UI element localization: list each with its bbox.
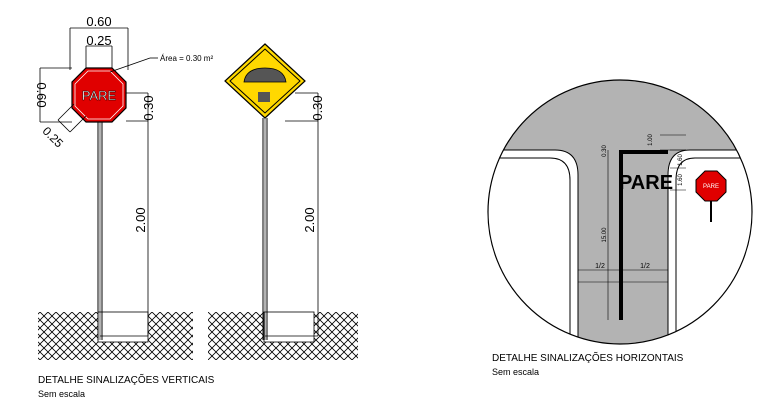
dim-half-left: 1/2 bbox=[595, 263, 605, 270]
vertical-subtitle: Sem escala bbox=[38, 389, 85, 399]
dim-post-200-b: 2.00 bbox=[302, 207, 317, 232]
dim-diag-025: 0.25 bbox=[40, 124, 67, 151]
dim-160-a: 1.60 bbox=[678, 154, 684, 166]
dim-sign-030-b: 0.30 bbox=[310, 95, 325, 120]
dim-sign-030-a: 0.30 bbox=[141, 95, 156, 120]
horizontal-subtitle: Sem escala bbox=[492, 367, 539, 377]
dim-post-200-a: 2.00 bbox=[133, 207, 148, 232]
horizontal-detail: PARE 1.00 0.30 1.60 1.60 15.00 1/2 1/2 P… bbox=[487, 79, 753, 345]
dim-160-b: 1.60 bbox=[678, 174, 684, 186]
dim-1500: 15.00 bbox=[602, 227, 608, 243]
stop-line bbox=[620, 150, 668, 154]
horizontal-title: DETALHE SINALIZAÇÕES HORIZONTAIS bbox=[492, 351, 684, 364]
dim-width-060: 0.60 bbox=[86, 14, 111, 29]
dim-half-right: 1/2 bbox=[640, 263, 650, 270]
footing-left bbox=[97, 311, 149, 343]
footing-right bbox=[263, 311, 315, 343]
speed-bump-icon bbox=[243, 67, 287, 83]
vertical-title: DETALHE SINALIZAÇÕES VERTICAIS bbox=[38, 373, 215, 386]
dim-height-060: 0.60 bbox=[34, 82, 49, 107]
dim-100: 1.00 bbox=[648, 134, 654, 146]
dim-inner-025: 0.25 bbox=[86, 33, 111, 48]
stop-sign-octagon bbox=[71, 67, 127, 123]
area-note: Área = 0.30 m² bbox=[160, 54, 213, 63]
warning-sign-assembly: 0.30 2.00 bbox=[208, 43, 358, 360]
stop-sign-assembly: PARE 0.60 0.25 Área = 0.30 m² 0.60 0.25 … bbox=[34, 14, 213, 360]
road-pare-text: PARE bbox=[619, 172, 673, 194]
detail-circle bbox=[487, 79, 753, 345]
dim-030: 0.30 bbox=[602, 145, 608, 157]
small-stop-sign bbox=[695, 170, 727, 202]
center-line bbox=[619, 150, 623, 320]
small-stop-sign-text: PARE bbox=[703, 184, 719, 190]
stop-sign-text: PARE bbox=[82, 88, 117, 103]
